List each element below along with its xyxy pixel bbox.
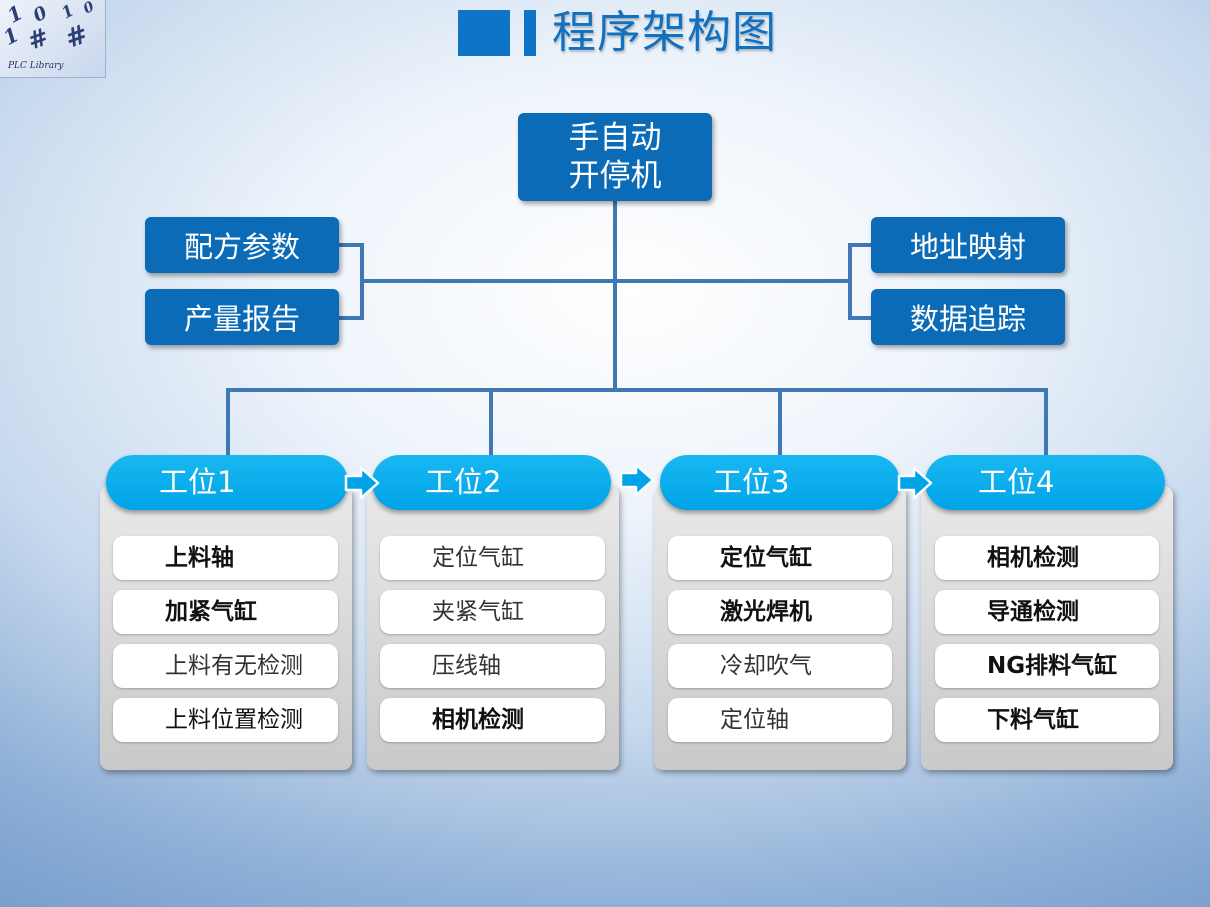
station-4-item-4: 下料气缸 bbox=[935, 698, 1159, 742]
station-2-header: 工位2 bbox=[372, 455, 611, 510]
node-data-tracking: 数据追踪 bbox=[871, 289, 1065, 345]
flow-arrow-icon bbox=[897, 466, 933, 500]
connector-right-bracket bbox=[848, 243, 874, 320]
station-4-header: 工位4 bbox=[925, 455, 1165, 510]
station-3-item-4: 定位轴 bbox=[668, 698, 892, 742]
station-3-item-2: 激光焊机 bbox=[668, 590, 892, 634]
node-recipe-parameters: 配方参数 bbox=[145, 217, 339, 273]
root-node-line-2: 开停机 bbox=[568, 158, 662, 194]
station-3-item-1: 定位气缸 bbox=[668, 536, 892, 580]
station-4-item-3: NG排料气缸 bbox=[935, 644, 1159, 688]
plc-library-logo: 1 0 1 0 1 # # PLC Library bbox=[0, 0, 106, 78]
station-3-item-3: 冷却吹气 bbox=[668, 644, 892, 688]
station-1-item-4: 上料位置检测 bbox=[113, 698, 338, 742]
root-node-line-1: 手自动 bbox=[568, 120, 662, 156]
station-1-item-2: 加紧气缸 bbox=[113, 590, 338, 634]
station-4-item-1: 相机检测 bbox=[935, 536, 1159, 580]
title-decoration-bar bbox=[524, 10, 536, 56]
node-production-report: 产量报告 bbox=[145, 289, 339, 345]
flow-arrow-icon bbox=[344, 466, 380, 500]
logo-text: PLC Library bbox=[8, 61, 64, 71]
station-1-header: 工位1 bbox=[106, 455, 348, 510]
station-3-header: 工位3 bbox=[660, 455, 900, 510]
connector-left-bracket bbox=[338, 243, 364, 320]
title-decoration-block bbox=[458, 10, 510, 56]
station-3-label: 工位3 bbox=[713, 465, 790, 499]
station-2-item-2: 夹紧气缸 bbox=[380, 590, 605, 634]
root-node-manual-auto-start-stop: 手自动 开停机 bbox=[518, 113, 712, 201]
station-2-item-3: 压线轴 bbox=[380, 644, 605, 688]
station-4-item-2: 导通检测 bbox=[935, 590, 1159, 634]
station-4-label: 工位4 bbox=[978, 465, 1055, 499]
station-2-item-1: 定位气缸 bbox=[380, 536, 605, 580]
station-1-item-3: 上料有无检测 bbox=[113, 644, 338, 688]
page-title: 程序架构图 bbox=[552, 7, 777, 58]
station-1-label: 工位1 bbox=[159, 465, 236, 499]
node-address-mapping: 地址映射 bbox=[871, 217, 1065, 273]
flow-arrow-icon bbox=[619, 463, 655, 497]
station-1-item-1: 上料轴 bbox=[113, 536, 338, 580]
station-2-label: 工位2 bbox=[425, 465, 502, 499]
station-2-item-4: 相机检测 bbox=[380, 698, 605, 742]
